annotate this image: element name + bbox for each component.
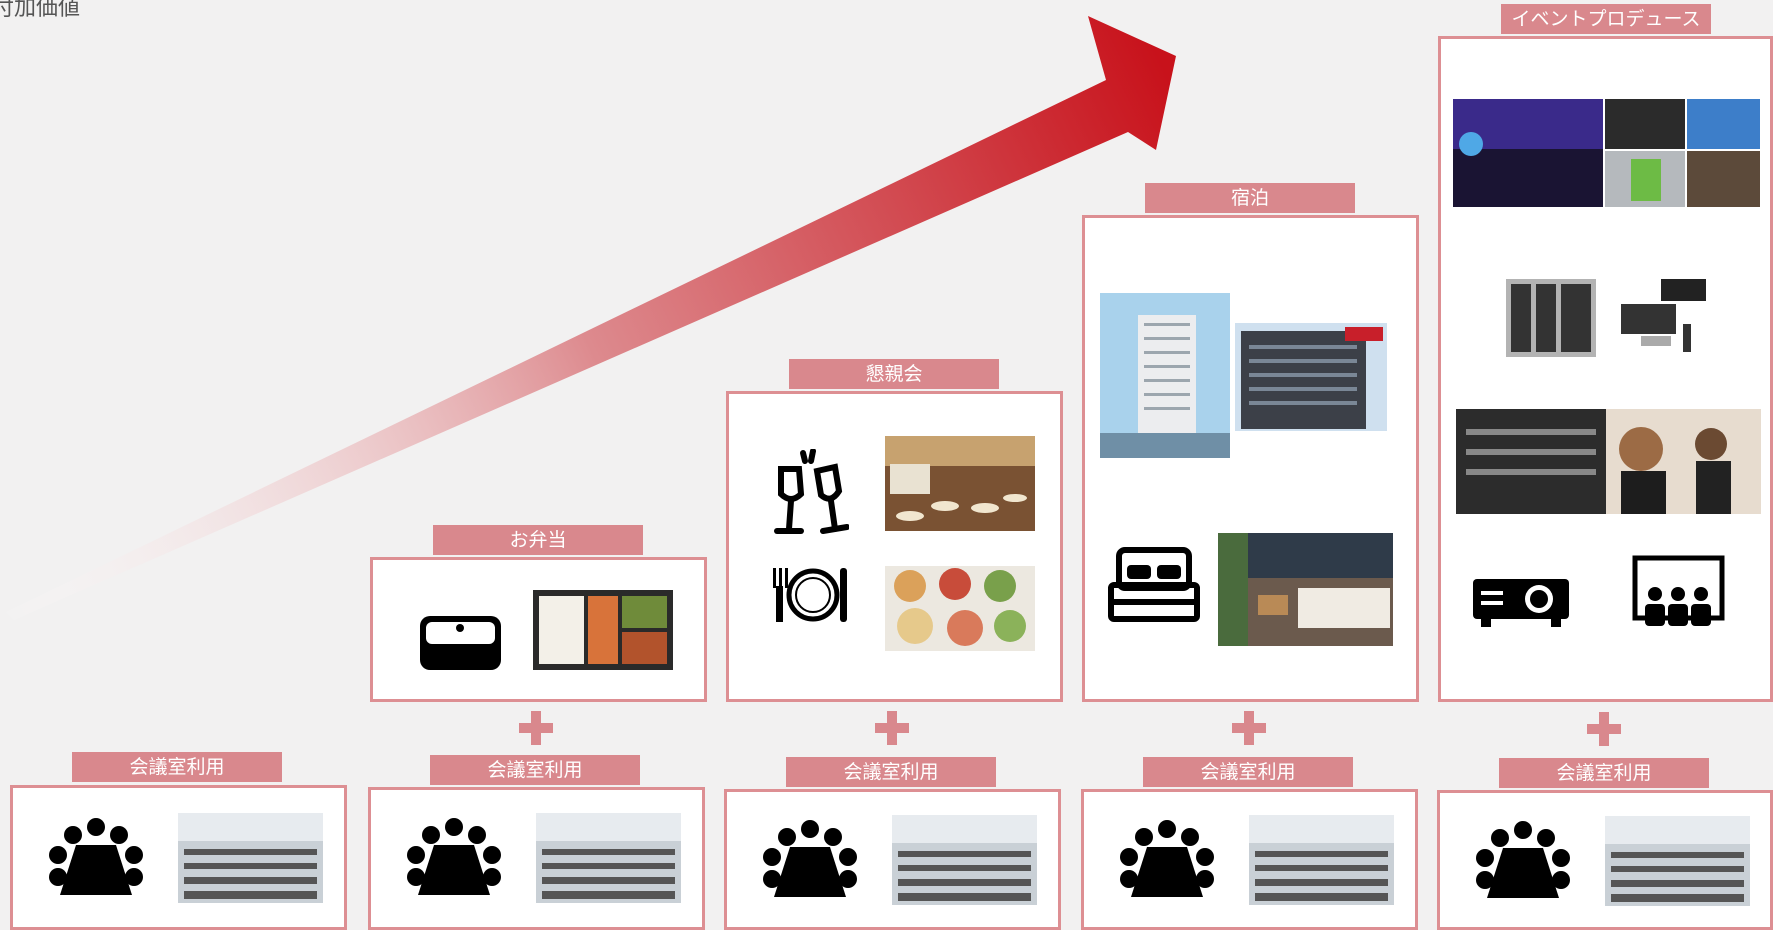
stage-3-tab: 懇親会 <box>789 359 999 389</box>
meeting-table-icon <box>1476 821 1570 898</box>
stage-4-meeting-tab: 会議室利用 <box>1143 757 1353 787</box>
meeting-table-icon <box>1120 820 1214 897</box>
presentation-audience-icon <box>1632 555 1725 626</box>
meeting-table-icon <box>407 818 501 895</box>
mixer-operators-photo <box>1456 409 1761 514</box>
bed-icon <box>1108 547 1200 622</box>
plus-icon <box>875 711 909 745</box>
bento-photo <box>533 590 673 670</box>
plate-cutlery-icon <box>773 568 847 622</box>
hotel-room-photo <box>1218 533 1393 646</box>
banquet-hall-photo <box>885 436 1035 531</box>
stage-2-meeting-tab: 会議室利用 <box>430 755 640 785</box>
stage-4-tab: 宿泊 <box>1145 183 1355 213</box>
plus-icon <box>1232 711 1266 745</box>
event-collage-photo <box>1453 99 1760 207</box>
stage-1-box <box>10 785 347 930</box>
stage-4-meeting-box <box>1081 789 1418 930</box>
meeting-table-icon <box>49 818 143 895</box>
conference-room-photo <box>178 813 323 903</box>
axis-label: 付加価値 <box>0 0 81 21</box>
bento-box-icon <box>420 616 501 670</box>
stage-2-meeting-box <box>368 787 705 930</box>
stage-1-tab: 会議室利用 <box>72 752 282 782</box>
plus-icon <box>1587 712 1621 746</box>
meeting-table-icon <box>763 820 857 897</box>
hotel-exterior-photo <box>1235 323 1387 431</box>
audio-equipment-photo <box>1506 279 1706 357</box>
plus-icon <box>519 711 553 745</box>
projector-icon <box>1473 579 1569 627</box>
party-food-photo <box>885 566 1035 651</box>
stage-5-meeting-box <box>1437 790 1773 930</box>
stage-3-box <box>726 391 1063 702</box>
stage-2-box <box>370 557 707 702</box>
conference-room-photo <box>892 815 1037 905</box>
toast-glasses-icon <box>774 449 849 534</box>
conference-room-photo <box>1249 815 1394 905</box>
stage-5-tab: イベントプロデュース <box>1501 4 1711 34</box>
hotel-building-photo <box>1100 293 1230 458</box>
conference-room-photo <box>536 813 681 903</box>
stage-5-meeting-tab: 会議室利用 <box>1499 758 1709 788</box>
conference-room-photo <box>1605 816 1750 906</box>
stage-2-tab: お弁当 <box>433 525 643 555</box>
stage-3-meeting-box <box>724 789 1061 930</box>
stage-3-meeting-tab: 会議室利用 <box>786 757 996 787</box>
stage-5-box <box>1438 36 1773 702</box>
stage-4-box <box>1082 215 1419 702</box>
